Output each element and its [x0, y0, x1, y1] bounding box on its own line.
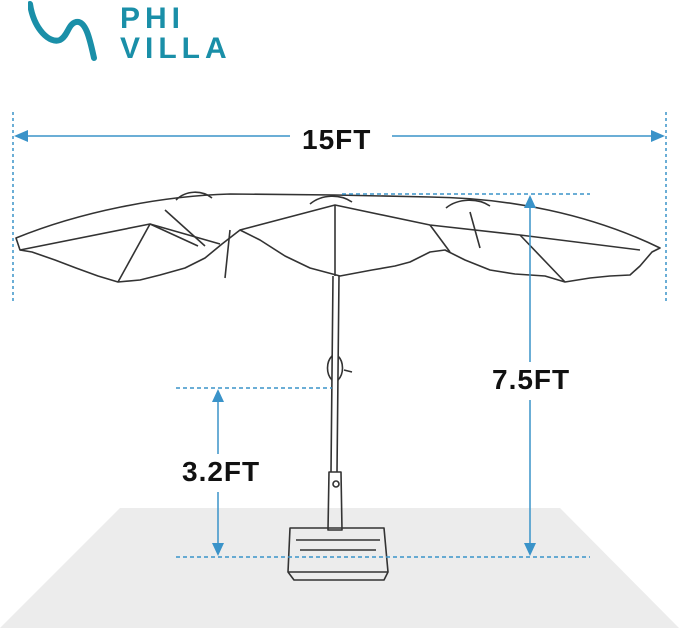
- canopy-outline: [15, 193, 661, 283]
- width-dimension-label: 15FT: [296, 124, 378, 156]
- brand-line-2: VILLA: [120, 32, 232, 65]
- floor-plane: [0, 508, 679, 628]
- brand-logo: PHI VILLA: [28, 0, 227, 70]
- phi-villa-logo-icon: [28, 1, 97, 61]
- height-dimension-label: 7.5FT: [486, 364, 577, 396]
- umbrella-pole: [330, 275, 340, 473]
- table-height-dimension-label: 3.2FT: [176, 456, 267, 488]
- brand-line-1: PHI: [120, 2, 186, 35]
- crank-handle: [326, 355, 353, 381]
